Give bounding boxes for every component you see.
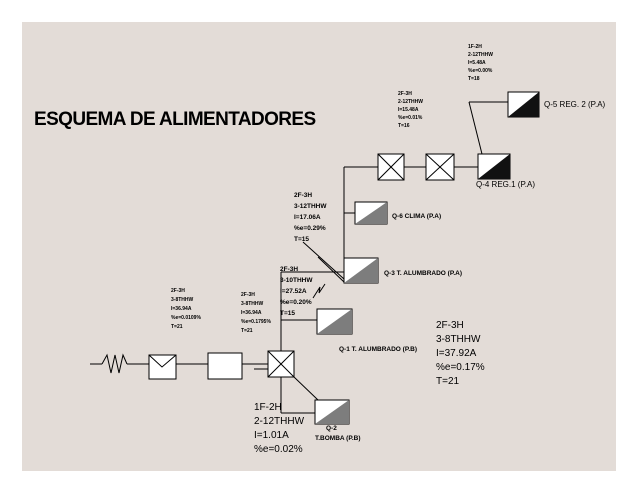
svg-text:1F-2H: 1F-2H — [254, 402, 282, 413]
svg-text:I=5.48A: I=5.48A — [468, 60, 486, 66]
svg-text:3-8THHW: 3-8THHW — [436, 334, 481, 345]
panel-q2-code: Q-2 — [326, 425, 337, 432]
lightning-mark — [312, 283, 326, 299]
feeder-spec-top: 1F-2H 2-12THHW I=5.48A %e=0.00% T=18 — [468, 44, 493, 82]
svg-text:I=27.52A: I=27.52A — [280, 288, 307, 295]
feeder-spec-bomba: 1F-2H 2-12THHW I=1.01A %e=0.02% — [254, 402, 305, 455]
feeder-spec-main-mid: 2F-3H 3-8THHW I=36.94A %e=0.1795% T=21 — [241, 292, 271, 334]
panel-q3-symbol — [343, 257, 379, 284]
panel-q4-label: Q-4 REG.1 (P.A) — [476, 180, 535, 189]
panel-q2-symbol — [314, 399, 350, 425]
panel-q6-label: Q-6 CLIMA (P.A) — [392, 213, 441, 220]
panel-q5-label: Q-5 REG. 2 (P.A) — [544, 100, 606, 109]
meter-box — [148, 354, 177, 380]
diagram-title: ESQUEMA DE ALIMENTADORES — [34, 109, 316, 130]
feeder-spec-clima: 2F-3H 3-12THHW I=17.06A %e=0.29% T=15 — [294, 192, 327, 243]
svg-text:T=16: T=16 — [398, 123, 410, 129]
switch-x2 — [377, 153, 405, 181]
diag-riser — [302, 241, 345, 280]
feeder-spec-alum-pa: 2F-3H 3-10THHW I=27.52A %e=0.20% T=15 — [280, 266, 313, 317]
svg-text:T=15: T=15 — [294, 236, 309, 243]
svg-text:3-8THHW: 3-8THHW — [171, 297, 194, 303]
svg-text:%e=0.29%: %e=0.29% — [294, 225, 326, 232]
svg-text:I=15.48A: I=15.48A — [398, 107, 419, 113]
wiring — [90, 101, 508, 414]
diagram-slide: ESQUEMA DE ALIMENTADORES — [22, 22, 616, 471]
svg-text:T=18: T=18 — [468, 76, 480, 82]
svg-text:T=21: T=21 — [241, 328, 253, 334]
svg-text:3-10THHW: 3-10THHW — [280, 277, 313, 284]
svg-text:2-12THHW: 2-12THHW — [468, 52, 493, 58]
diag-q2 — [293, 376, 319, 401]
svg-text:T=21: T=21 — [436, 376, 460, 387]
svg-text:I=17.06A: I=17.06A — [294, 214, 321, 221]
svg-text:%e=0.17%: %e=0.17% — [436, 362, 485, 373]
svg-text:1F-2H: 1F-2H — [468, 44, 482, 50]
panel-q5-symbol — [507, 91, 540, 118]
svg-text:%e=0.00%: %e=0.00% — [468, 68, 493, 74]
svg-text:T=15: T=15 — [280, 310, 295, 317]
switch-x3 — [425, 153, 455, 181]
svg-text:2F-3H: 2F-3H — [398, 91, 412, 97]
svg-text:I=1.01A: I=1.01A — [254, 430, 289, 441]
svg-text:2F-3H: 2F-3H — [241, 292, 255, 298]
svg-text:%e=0.01%: %e=0.01% — [398, 115, 423, 121]
panel-q1-label: Q-1 T. ALUMBRADO (P.B) — [339, 346, 417, 353]
svg-text:I=37.92A: I=37.92A — [436, 348, 477, 359]
panel-q2-name: T.BOMBA (P.B) — [315, 435, 361, 442]
svg-text:T=21: T=21 — [171, 324, 183, 330]
svg-text:2-12THHW: 2-12THHW — [254, 416, 305, 427]
panel-q4-symbol — [477, 153, 511, 180]
svg-text:%e=0.20%: %e=0.20% — [280, 299, 312, 306]
svg-text:%e=0.0109%: %e=0.0109% — [171, 315, 201, 321]
svg-text:2F-3H: 2F-3H — [436, 320, 464, 331]
ground-zigzag — [101, 353, 128, 374]
svg-text:%e=0.1795%: %e=0.1795% — [241, 319, 271, 325]
feeder-spec-upper: 2F-3H 2-12THHW I=15.48A %e=0.01% T=16 — [398, 91, 423, 129]
diag-q3 — [317, 256, 345, 283]
feeder-spec-alum-pb: 2F-3H 3-8THHW I=37.92A %e=0.17% T=21 — [436, 320, 485, 387]
diag-q5 — [468, 101, 483, 155]
main-breaker-box — [207, 352, 243, 380]
feeder-spec-main-left: 2F-3H 3-8THHW I=36.94A %e=0.0109% T=21 — [171, 288, 201, 330]
switch-x1 — [267, 350, 295, 378]
panel-q6-symbol — [354, 201, 388, 225]
panel-q1-symbol — [316, 308, 353, 335]
svg-text:3-12THHW: 3-12THHW — [294, 203, 327, 210]
svg-text:2-12THHW: 2-12THHW — [398, 99, 423, 105]
svg-text:3-8THHW: 3-8THHW — [241, 301, 264, 307]
feeder-diagram: ESQUEMA DE ALIMENTADORES — [34, 44, 606, 455]
svg-text:2F-3H: 2F-3H — [294, 192, 312, 199]
panel-q3-label: Q-3 T. ALUMBRADO (P.A) — [384, 270, 462, 277]
svg-text:I=36.94A: I=36.94A — [241, 310, 262, 316]
svg-text:%e=0.02%: %e=0.02% — [254, 444, 303, 455]
svg-text:2F-3H: 2F-3H — [171, 288, 185, 294]
svg-text:2F-3H: 2F-3H — [280, 266, 298, 273]
svg-text:I=36.94A: I=36.94A — [171, 306, 192, 312]
